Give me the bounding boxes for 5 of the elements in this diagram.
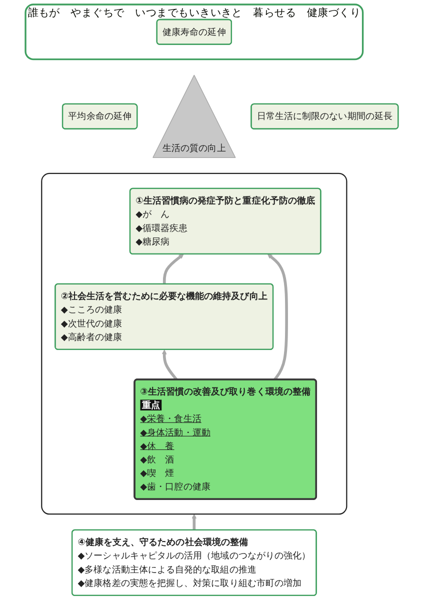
arrow <box>163 254 184 284</box>
arrow <box>192 514 197 530</box>
arrow <box>162 350 178 381</box>
arrow <box>268 254 288 381</box>
cluster <box>41 172 348 515</box>
